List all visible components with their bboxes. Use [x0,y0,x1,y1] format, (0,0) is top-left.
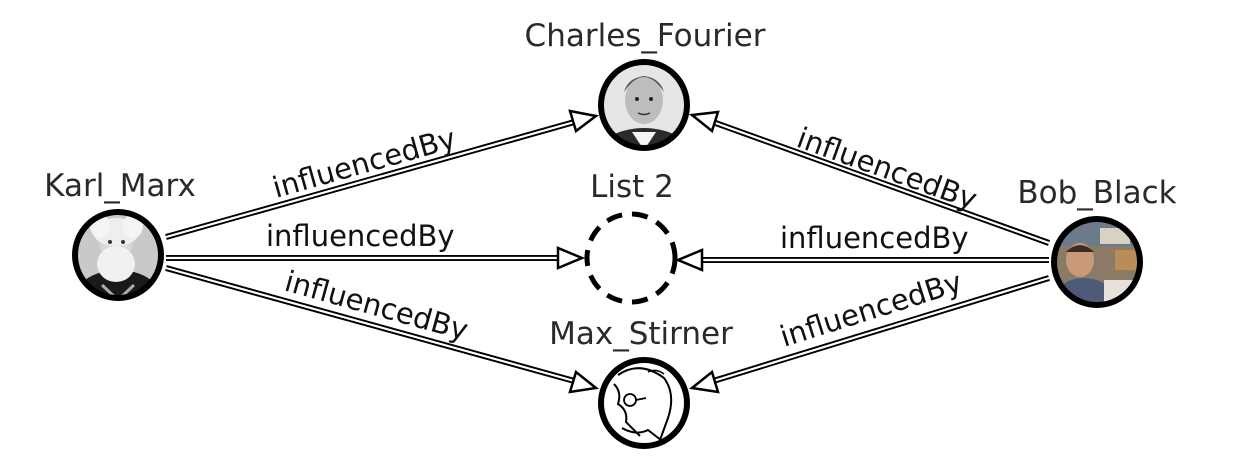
node-label: Charles_Fourier [525,18,766,54]
node-border [1051,216,1143,308]
marx-portrait-icon [77,214,159,296]
edge-label: influencedBy [266,219,455,253]
edge-line-inner [709,119,1050,245]
edge-line-inner [165,119,579,239]
list-node-dashed-circle [584,211,678,305]
nodes-layer: Karl_Marx Charles_Fourier [44,18,1177,449]
edge-black-stirner: influencedBy [688,265,1050,394]
arrowhead [688,369,720,394]
node-bob-black[interactable]: Bob_Black [1017,175,1177,322]
edge-label: influencedBy [793,121,982,217]
stirner-sketch-icon [603,362,685,444]
arrowhead [568,109,600,134]
node-max-stirner[interactable]: Max_Stirner [549,316,733,449]
arrowhead [568,369,600,394]
arrowhead [556,246,586,270]
node-list-2[interactable]: List 2 [584,169,678,305]
edge-marx-list2: influencedBy [166,219,586,270]
node-label: List 2 [590,169,674,205]
edge-line-inner [165,266,579,384]
edge-line-inner [709,276,1050,384]
node-border [72,209,164,301]
node-charles-fourier[interactable]: Charles_Fourier [525,18,766,176]
node-label: Bob_Black [1017,175,1176,211]
arrowhead [688,110,720,134]
edge-black-list2: influencedBy [674,221,1049,272]
node-karl-marx[interactable]: Karl_Marx [44,168,196,330]
node-label: Karl_Marx [44,168,196,204]
edge-marx-stirner: influencedBy [165,264,600,394]
arrowhead [674,248,704,272]
node-border [598,59,690,151]
node-label: Max_Stirner [549,316,733,352]
node-border [598,357,690,449]
edge-label: influencedBy [780,221,969,255]
